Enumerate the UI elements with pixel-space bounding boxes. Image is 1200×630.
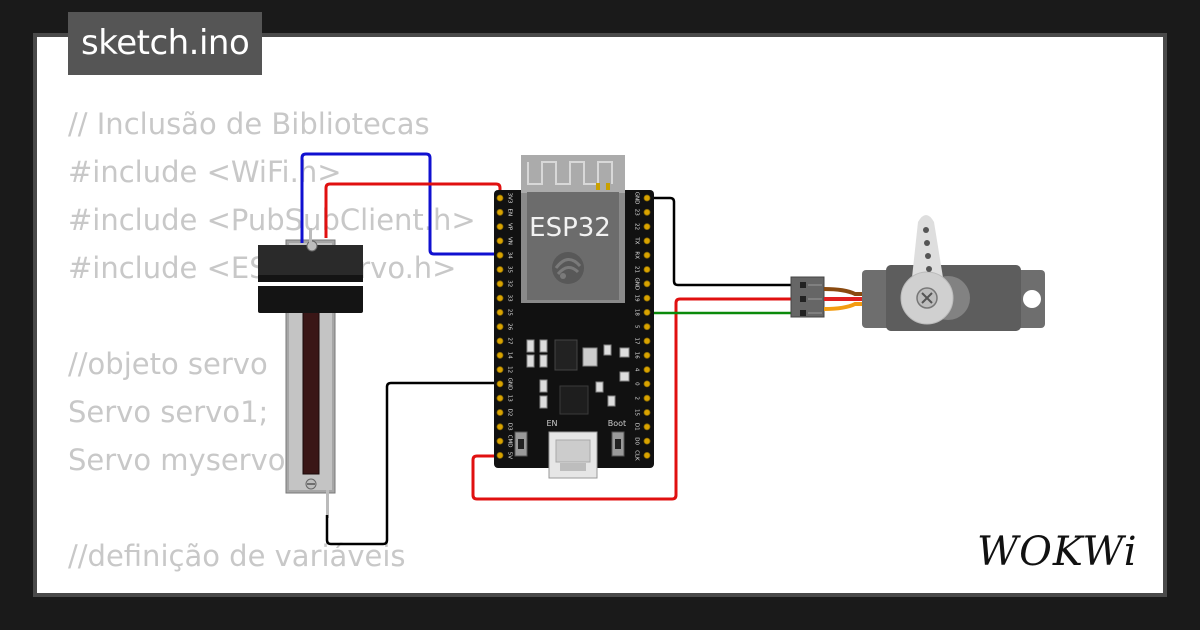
servo-motor[interactable] [862,215,1045,331]
pin-label: 34 [507,252,513,259]
pin-header[interactable] [643,194,651,202]
pin-header[interactable] [643,280,651,288]
wokwi-logo-text: WOKWi [977,529,1138,575]
pin-label: 13 [507,395,513,402]
pin-header[interactable] [643,394,651,402]
pin-header[interactable] [496,351,504,359]
wire-blue [300,152,501,256]
pin-header[interactable] [643,237,651,245]
esp32-board[interactable]: ESP32 3V3ENVPVN343532332526271412GND13D2… [494,155,654,479]
slide-potentiometer[interactable] [258,228,363,518]
pin-label: D1 [634,423,640,431]
pin-label: 0 [634,382,640,386]
pin-header[interactable] [496,294,504,302]
pin-label: D2 [507,409,513,417]
wire-red-5v [471,297,795,501]
pin-label: 22 [634,223,640,230]
boot-label: Boot [608,419,626,428]
pin-header[interactable] [496,251,504,259]
pin-label: 33 [507,295,513,302]
pin-header[interactable] [496,423,504,431]
pin-header[interactable] [643,323,651,331]
pin-header[interactable] [496,337,504,345]
pin-header[interactable] [496,366,504,374]
pin-label: 35 [507,266,513,273]
pin-header[interactable] [496,223,504,231]
pin-label: 19 [634,295,640,302]
pin-label: EN [507,209,513,217]
pin-header[interactable] [643,423,651,431]
pin-header[interactable] [643,266,651,273]
pin-label: 4 [634,368,640,372]
pin-label: 5V [507,452,513,459]
en-label: EN [546,419,557,428]
pin-header[interactable] [496,266,504,273]
pin-label: RX [634,251,640,259]
pin-label: D0 [634,437,640,445]
pin-label: CMD [507,435,513,448]
pin-header[interactable] [496,308,504,316]
pin-label: 23 [634,209,640,216]
pin-header[interactable] [643,409,651,416]
pin-header[interactable] [643,294,651,302]
pin-label: 16 [634,352,640,359]
pin-header[interactable] [643,351,651,359]
pin-label: CLK [634,450,640,461]
code-line: Servo myservo; [68,443,296,477]
pin-header[interactable] [643,366,651,374]
pin-header[interactable] [643,251,651,259]
servo-connector [790,276,825,318]
pin-label: 18 [634,309,640,316]
pin-headers: 3V3ENVPVN343532332526271412GND13D2D3CMD5… [496,192,651,461]
pin-header[interactable] [496,237,504,245]
pin-label: D3 [507,423,513,431]
pin-header[interactable] [496,394,504,402]
wire-black-gnd [325,381,501,546]
esp32-label: ESP32 [529,213,611,243]
filename-tab[interactable]: sketch.ino [68,12,263,75]
pin-header[interactable] [496,409,504,416]
pin-header[interactable] [643,451,651,459]
pin-label: 12 [507,366,513,373]
pin-header[interactable] [643,208,651,216]
pin-label: GND [634,192,640,205]
pin-label: 27 [507,338,513,345]
code-line: //objeto servo [68,347,268,381]
code-line: Servo servo1; [68,395,269,429]
pin-header[interactable] [496,280,504,288]
pin-label: 3V3 [507,193,513,204]
wire-black-servo [647,196,795,287]
pin-label: 14 [507,352,513,359]
code-line: // Inclusão de Bibliotecas [68,107,430,141]
pin-label: 21 [634,266,640,273]
pin-label: 5 [634,325,640,329]
pin-header[interactable] [643,337,651,345]
pin-header[interactable] [643,223,651,231]
pin-header[interactable] [643,308,651,316]
code-line: #include <WiFi.h> [68,155,342,189]
pin-header[interactable] [496,451,504,459]
pin-label: VN [507,237,513,245]
wokwi-logo: WOKWi [977,529,1138,575]
pin-label: 25 [507,309,513,316]
pin-label: GND [634,277,640,290]
pin-header[interactable] [496,194,504,202]
pin-label: 2 [634,396,640,400]
pin-label: 32 [507,280,513,287]
pin-header[interactable] [643,380,651,388]
pin-label: 26 [507,323,513,330]
code-line: #define PINO_SERVO 18 [68,580,768,590]
pin-header[interactable] [496,380,504,388]
pin-label: 17 [634,338,640,345]
wire-red-3v3 [324,182,502,238]
pin-label: TX [634,236,640,244]
pin-label: 15 [634,409,640,416]
pin-label: GND [507,378,513,391]
pin-header[interactable] [643,437,651,445]
pin-header[interactable] [496,323,504,331]
pin-header[interactable] [496,437,504,445]
pin-label: VP [507,223,513,231]
pin-header[interactable] [496,208,504,216]
